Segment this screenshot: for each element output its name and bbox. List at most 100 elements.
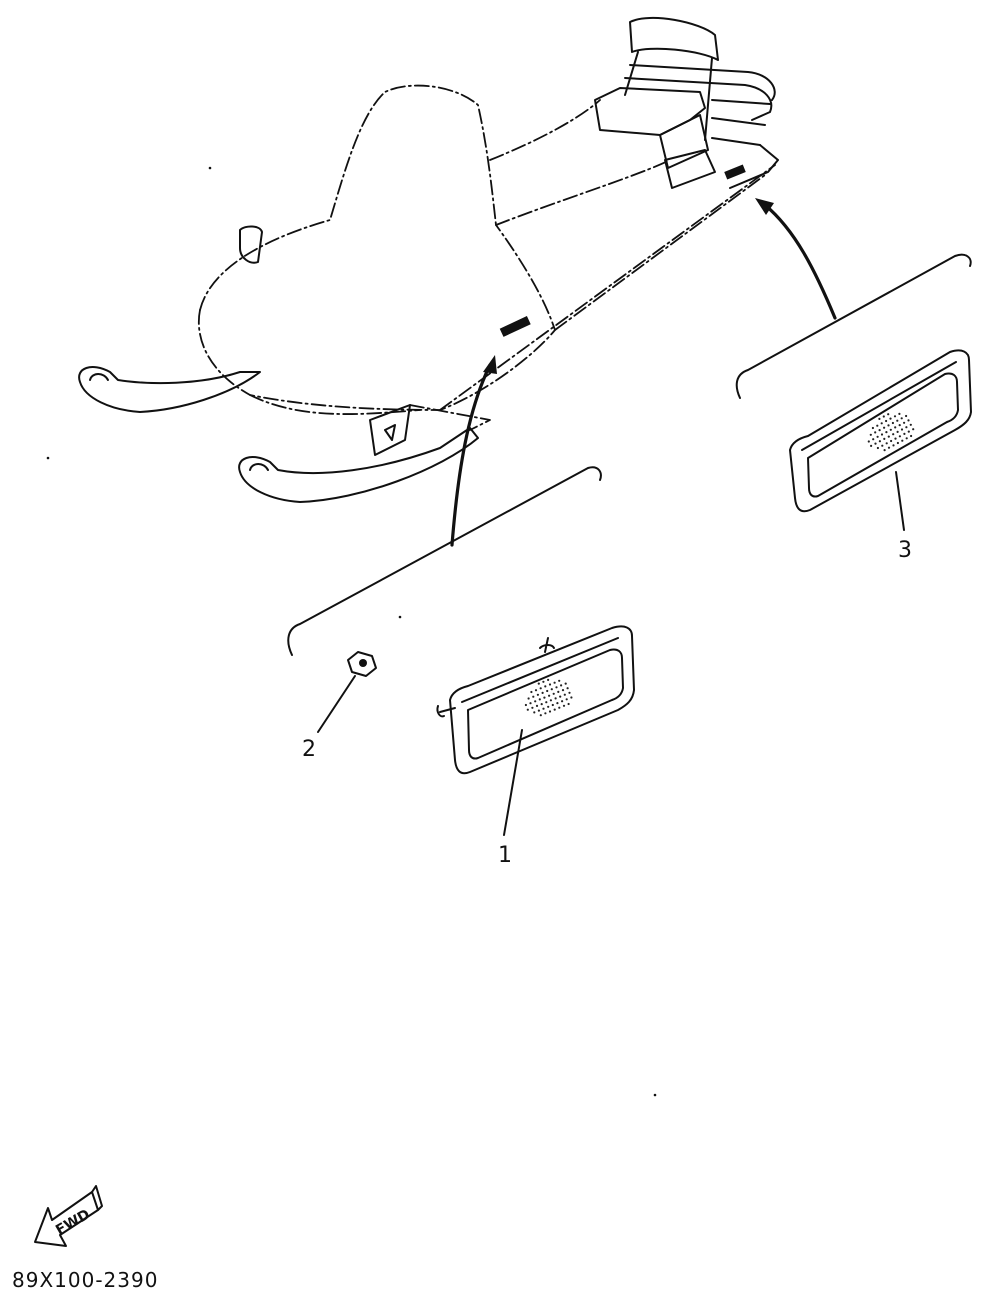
snowmobile-illustration [78, 16, 779, 503]
lens-dot [545, 701, 548, 704]
lens-dot [894, 437, 897, 440]
lens-dot [538, 698, 541, 701]
lens-dot [900, 417, 903, 420]
lens-dot [878, 429, 881, 432]
lens-dot [903, 432, 906, 435]
rear-reflector-mount [724, 164, 746, 180]
lens-dot [872, 438, 875, 441]
reflector-3-dot-pattern [867, 412, 915, 452]
lens-dot [892, 444, 895, 447]
fwd-arrow-icon: FWD [34, 1185, 103, 1247]
rear-leader-line [763, 203, 837, 320]
lens-dot [567, 702, 570, 706]
lens-dot [533, 711, 536, 714]
backrest-post-right [704, 57, 713, 141]
lens-dot [559, 695, 562, 698]
lens-dot [530, 690, 533, 694]
lens-dot [568, 691, 571, 694]
lens-dot [566, 687, 569, 690]
callout-leaders [317, 471, 905, 836]
part-1-reflector [436, 625, 635, 775]
speck [208, 166, 212, 170]
windshield-outline [199, 84, 497, 311]
lens-dot [541, 691, 544, 695]
lens-dot [880, 433, 884, 436]
lens-dot [876, 446, 880, 450]
lens-dot [537, 682, 540, 685]
nut-hole [359, 659, 367, 667]
lens-dot [547, 678, 550, 682]
hood-outline [197, 224, 556, 411]
lens-dot [534, 689, 538, 692]
reflector-3-inner [807, 372, 959, 498]
body-mid-line [495, 159, 671, 226]
speck [653, 1093, 657, 1097]
lens-dot [544, 712, 547, 715]
lens-dot [885, 431, 888, 434]
lens-dot [548, 683, 552, 686]
grab-rail [624, 64, 776, 146]
lens-dot [882, 415, 885, 418]
lens-dot [892, 433, 895, 436]
lens-dot [905, 437, 908, 440]
lens-dot [905, 426, 908, 429]
rear-leader-arrowhead [755, 198, 774, 215]
front-reflector-mount [499, 316, 531, 337]
lens-dot [901, 439, 904, 442]
lens-dot [898, 435, 902, 438]
callout-3-leader [895, 471, 905, 531]
lens-dot [549, 699, 553, 702]
lens-dot [555, 686, 558, 689]
lens-dot [891, 421, 895, 425]
lens-dot [900, 428, 904, 431]
lens-dot [547, 705, 550, 708]
front-leader-arrowhead [483, 355, 497, 374]
lens-dot [894, 426, 897, 429]
lens-dot [876, 424, 879, 427]
rear-group-bracket [735, 253, 972, 399]
lens-dot [524, 703, 528, 707]
lens-dot [869, 433, 872, 436]
ski-left-tip [89, 373, 109, 381]
lens-dot [898, 424, 901, 427]
lens-dot [564, 682, 567, 685]
speck [46, 456, 50, 460]
lens-dot [896, 441, 900, 445]
lens-dot [539, 714, 542, 717]
lens-dot [883, 449, 886, 452]
lens-dot [542, 707, 545, 710]
ski-leg-rear [409, 404, 491, 431]
lens-dot [885, 419, 888, 423]
lens-dot [526, 708, 529, 711]
nut-body [347, 651, 377, 677]
callout-1-label: 1 [498, 843, 512, 868]
group-brackets [287, 253, 972, 656]
reflector-1-bolt-right [539, 637, 555, 653]
lens-dot [552, 692, 555, 695]
lens-dot [529, 702, 532, 705]
lens-dot [546, 689, 549, 693]
lens-dot [889, 417, 892, 420]
lens-dot [562, 704, 566, 707]
lens-dot [907, 430, 910, 433]
ski-leg [369, 404, 411, 456]
lens-dot [903, 421, 906, 424]
lens-dot [553, 708, 556, 711]
callout-3-label: 3 [898, 538, 912, 563]
ski-right-tip [249, 463, 269, 471]
backrest-post-left [624, 51, 639, 96]
lens-dot [910, 434, 913, 438]
lens-dot [896, 430, 899, 433]
lens-dot [909, 423, 912, 426]
lens-dot [539, 687, 542, 690]
lens-dot [548, 710, 552, 713]
reflector-3-outer [789, 349, 972, 513]
lens-dot [534, 700, 537, 703]
reflector-1-rim [461, 637, 619, 703]
lens-dot [912, 428, 915, 431]
lens-dot [548, 694, 551, 697]
hood-lower-outline [249, 394, 421, 415]
lens-dot [535, 704, 539, 708]
side-panel-lower-line [439, 164, 776, 411]
lens-dot [887, 435, 890, 438]
